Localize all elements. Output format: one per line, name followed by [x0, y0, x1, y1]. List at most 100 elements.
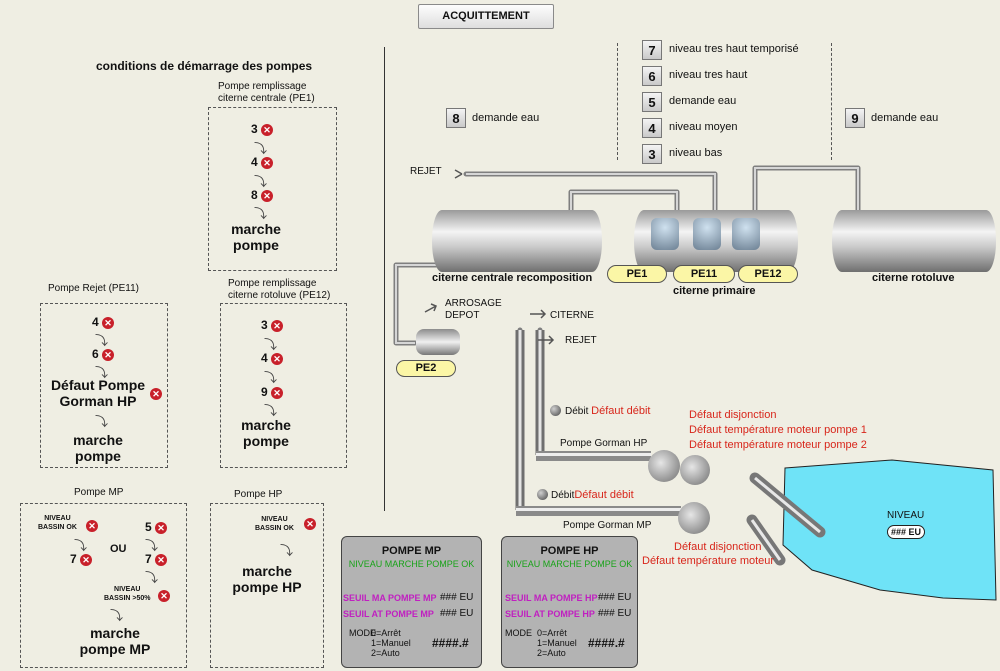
- pompe-hp-status: NIVEAU MARCHE POMPE OK: [506, 559, 633, 569]
- tank-central-label: citerne centrale recomposition: [432, 272, 593, 284]
- level-4-label: niveau moyen: [669, 121, 738, 133]
- pe11-title: Pompe Rejet (PE11): [48, 283, 139, 294]
- fault-x-icon: ✕: [271, 386, 284, 399]
- pe1-step-3: 8 ✕: [251, 188, 274, 202]
- pe2-pump-icon: [416, 329, 460, 355]
- pompe-hp-seuil-ma-value[interactable]: ### EU: [598, 592, 632, 603]
- pompe-mp-status: NIVEAU MARCHE POMPE OK: [348, 559, 475, 569]
- tank-rotoluve-label: citerne rotoluve: [872, 272, 955, 284]
- hp-title: Pompe HP: [234, 489, 283, 500]
- pe12-condition-box: [220, 303, 347, 468]
- fault-x-icon: ✕: [261, 123, 274, 136]
- submersible-pump-icon: [693, 218, 721, 250]
- demand-9-indicator: 9: [845, 108, 865, 128]
- pe1-title-1: Pompe remplissage: [218, 81, 307, 92]
- vertical-divider: [384, 47, 385, 511]
- fault-x-icon: ✕: [158, 590, 170, 602]
- levels-left-divider: [617, 43, 618, 160]
- demand-9-label: demande eau: [871, 112, 939, 124]
- debit-2-label: DébitDéfaut débit: [551, 489, 634, 501]
- pompe-hp-mode-input[interactable]: ####.#: [588, 636, 625, 650]
- level-5-label: demande eau: [669, 95, 737, 107]
- fault-x-icon: ✕: [155, 553, 168, 566]
- pompe-mp-mode-label: MODE: [349, 628, 376, 638]
- pompe-mp-seuil-at-value[interactable]: ### EU: [440, 608, 474, 619]
- pe1-condition-box: [208, 107, 337, 271]
- pe1-step-2: 4 ✕: [251, 155, 274, 169]
- down-arrow-icon: ⤵: [110, 608, 124, 623]
- niveau-label: NIVEAU: [887, 510, 925, 521]
- submersible-pump-icon: [732, 218, 760, 250]
- pe11-step-1: 4 ✕: [92, 315, 115, 329]
- fault-x-icon: ✕: [80, 553, 93, 566]
- down-arrow-icon: ⤵: [74, 538, 88, 553]
- flow-sensor-icon: [537, 489, 548, 500]
- debit-1-label: Débit Défaut débit: [565, 405, 651, 417]
- fault-x-icon: ✕: [261, 156, 274, 169]
- pump-pe12-button[interactable]: PE12: [738, 265, 798, 283]
- down-arrow-icon: ⤵: [264, 370, 278, 385]
- pump-pe1-button[interactable]: PE1: [607, 265, 667, 283]
- fault-x-icon: ✕: [271, 352, 284, 365]
- down-arrow-icon: ⤵: [254, 141, 268, 156]
- pump-pe2-button[interactable]: PE2: [396, 360, 456, 377]
- mp-right-step-2: 7 ✕: [145, 552, 168, 566]
- level-7-indicator: 7: [642, 40, 662, 60]
- pe11-step-2: 6 ✕: [92, 347, 115, 361]
- pompe-mp-seuil-ma-label: SEUIL MA POMPE MP: [343, 593, 437, 603]
- demand-8-indicator: 8: [446, 108, 466, 128]
- level-3-indicator: 3: [642, 144, 662, 164]
- pe12-title-2: citerne rotoluve (PE12): [228, 290, 331, 301]
- level-4-indicator: 4: [642, 118, 662, 138]
- mp-fault-1: Défaut disjonction: [674, 541, 762, 553]
- citerne-label: CITERNE: [550, 310, 594, 321]
- gorman-hp-pump-1-icon: [648, 450, 680, 482]
- level-6-indicator: 6: [642, 66, 662, 86]
- fault-x-icon: ✕: [261, 189, 274, 202]
- pompe-hp-title: POMPE HP: [540, 545, 599, 557]
- pump-pe11-button[interactable]: PE11: [673, 265, 735, 283]
- pompe-mp-title: POMPE MP: [381, 545, 442, 557]
- fault-x-icon: ✕: [150, 388, 162, 400]
- gorman-hp-pump-2-icon: [680, 455, 710, 485]
- hp-fault-2: Défaut température moteur pompe 1: [689, 424, 867, 436]
- pompe-mp-mode-input[interactable]: ####.#: [432, 636, 469, 650]
- level-3-label: niveau bas: [669, 147, 723, 159]
- tank-rotoluve: [832, 210, 996, 272]
- debit-1-fault: Défaut débit: [591, 405, 651, 417]
- down-arrow-icon: ⤵: [264, 403, 278, 418]
- pe1-title-2: citerne centrale (PE1): [218, 93, 315, 104]
- pompe-hp-seuil-at-label: SEUIL AT POMPE HP: [505, 609, 595, 619]
- conditions-title: conditions de démarrage des pompes: [96, 59, 313, 73]
- pompe-hp-mode-label: MODE: [505, 628, 532, 638]
- levels-right-divider: [831, 43, 832, 160]
- demand-8-label: demande eau: [472, 112, 540, 124]
- pompe-mp-seuil-ma-value[interactable]: ### EU: [440, 592, 474, 603]
- tank-primary-label: citerne primaire: [673, 285, 756, 297]
- down-arrow-icon: ⤵: [280, 543, 294, 558]
- pompe-hp-seuil-ma-label: SEUIL MA POMPE HP: [505, 593, 598, 603]
- debit-2-fault: Défaut débit: [574, 489, 634, 501]
- down-arrow-icon: ⤵: [254, 174, 268, 189]
- mp-title: Pompe MP: [74, 487, 124, 498]
- fault-x-icon: ✕: [86, 520, 98, 532]
- hp-fault-1: Défaut disjonction: [689, 409, 777, 421]
- pe12-step-1: 3 ✕: [261, 318, 284, 332]
- submersible-pump-icon: [651, 218, 679, 250]
- fault-x-icon: ✕: [304, 518, 316, 530]
- flow-sensor-icon: [550, 405, 561, 416]
- level-7-label: niveau tres haut temporisé: [669, 43, 799, 55]
- acknowledge-button[interactable]: ACQUITTEMENT: [418, 4, 554, 29]
- down-arrow-icon: ⤵: [95, 414, 109, 429]
- pe12-step-2: 4 ✕: [261, 351, 284, 365]
- rejet-top-label: REJET: [410, 166, 442, 177]
- pompe-hp-seuil-at-value[interactable]: ### EU: [598, 608, 632, 619]
- gorman-mp-label: Pompe Gorman MP: [563, 520, 652, 531]
